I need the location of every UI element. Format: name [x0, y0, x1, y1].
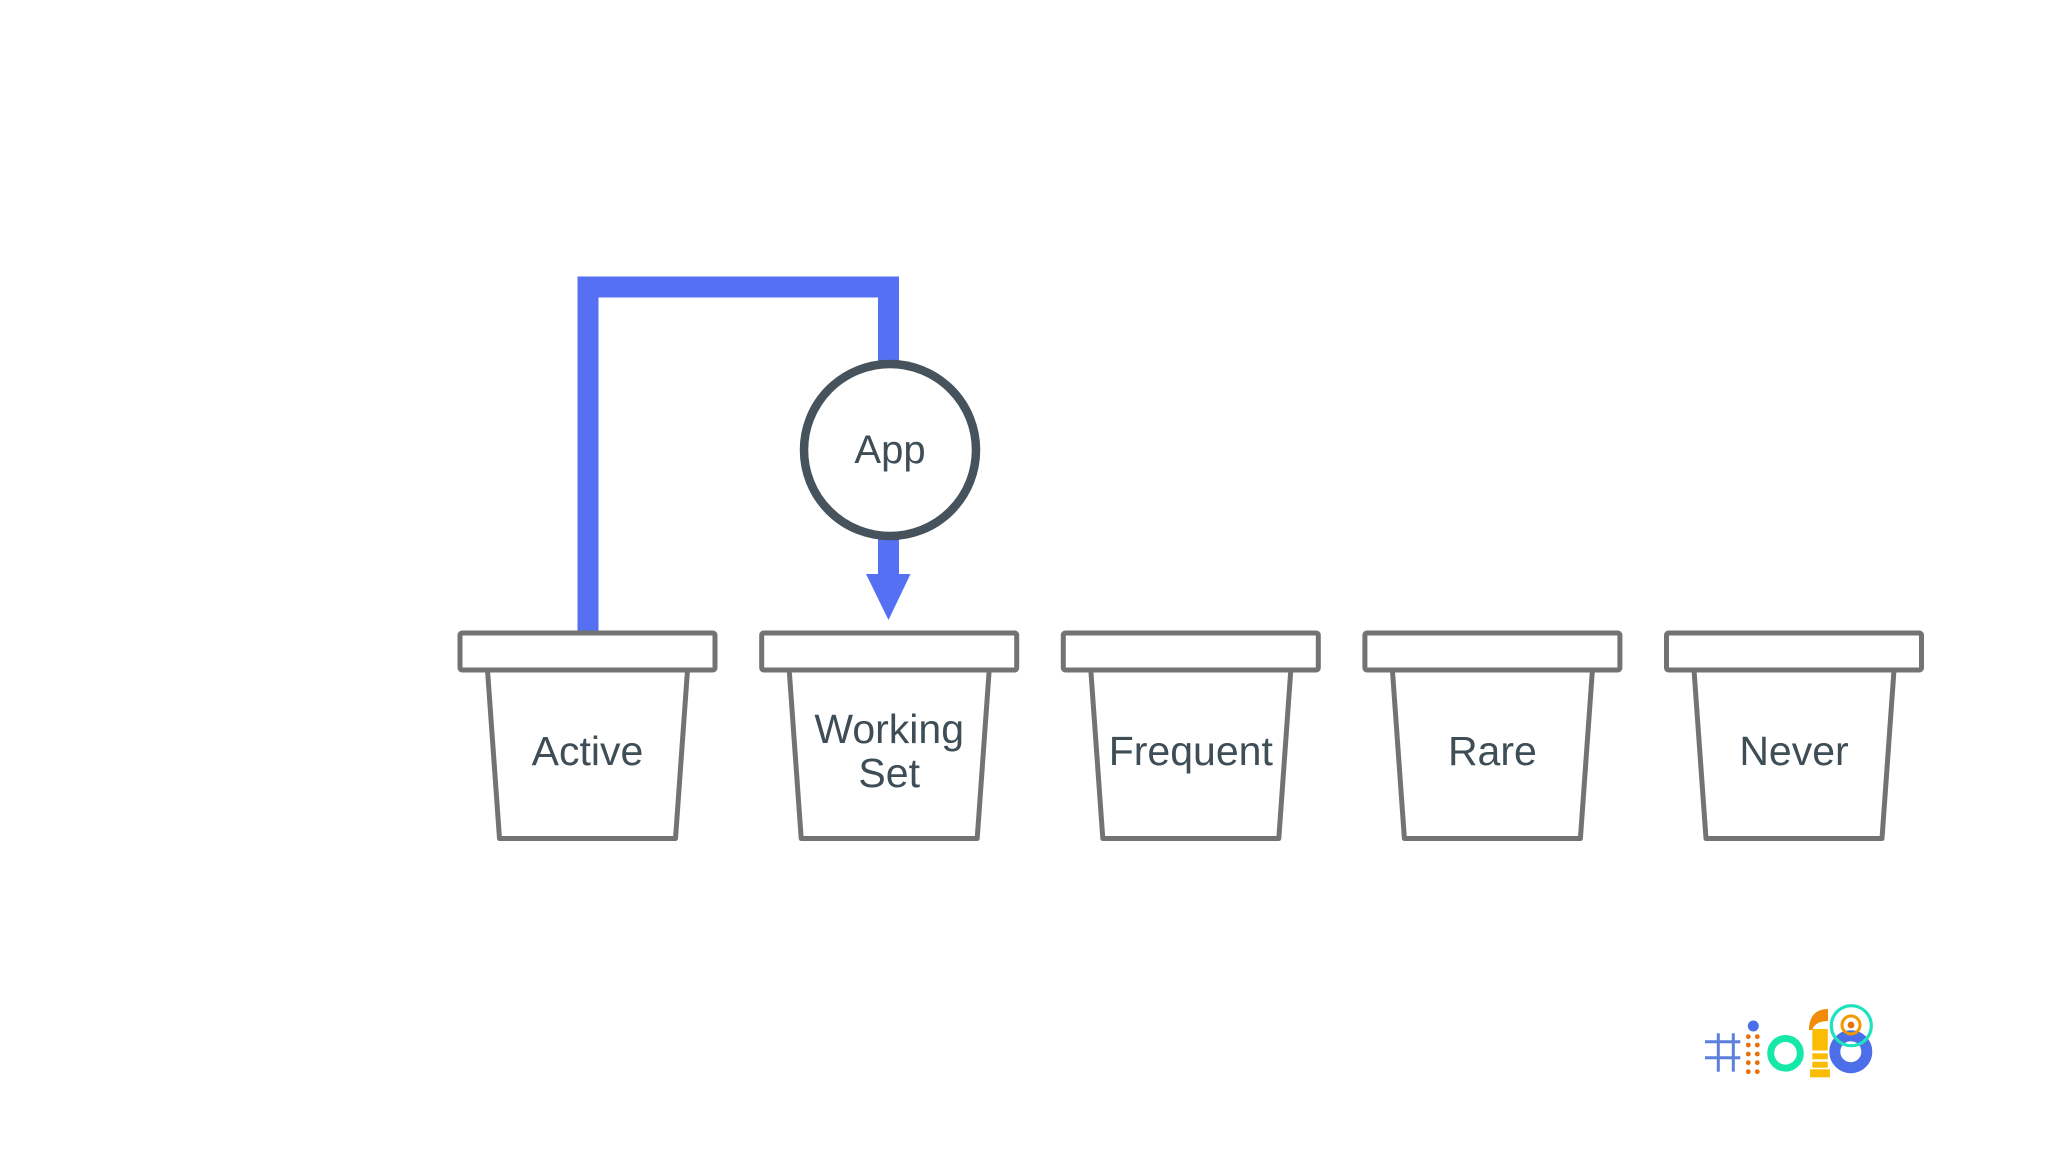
bucket-never: Never: [1664, 630, 1924, 841]
app-node-label: App: [854, 428, 925, 472]
bucket-active: Active: [457, 630, 718, 841]
bucket-lid: [457, 630, 718, 673]
bucket-lid: [1060, 630, 1321, 673]
bucket-label: Never: [1739, 728, 1848, 774]
bucket-rare: Rare: [1362, 630, 1623, 841]
bucket-lid: [1664, 630, 1924, 673]
letter-o-icon: [1767, 1035, 1804, 1072]
app-node-circle: [799, 359, 981, 541]
bucket-lid: [759, 630, 1020, 673]
digit-8-icon: [1829, 1004, 1873, 1074]
letter-i-icon: [1745, 1020, 1760, 1075]
bucket-frequent: Frequent: [1060, 630, 1321, 841]
bucket-label: Active: [532, 728, 644, 774]
bucket-lid: [1362, 630, 1623, 673]
digit-1-icon: [1809, 1009, 1830, 1078]
bucket-label: Rare: [1448, 728, 1537, 774]
bucket-label: Working: [814, 706, 964, 752]
app-node: App: [799, 359, 981, 541]
bucket-working-set: Working Set: [759, 630, 1020, 841]
bucket-label: Set: [858, 750, 920, 796]
arrowhead-icon: [866, 574, 911, 620]
io18-logo: [1705, 1004, 1873, 1078]
hash-icon: [1705, 1033, 1741, 1072]
bucket-label: Frequent: [1109, 728, 1274, 774]
